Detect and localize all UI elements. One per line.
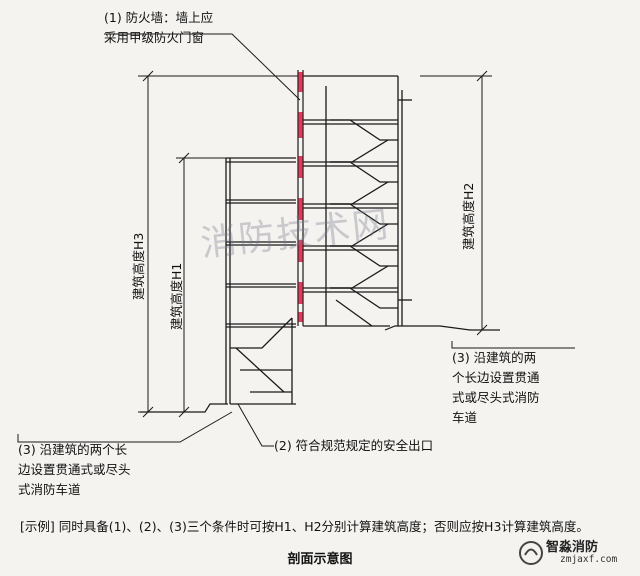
logo-mark-icon	[519, 541, 543, 565]
h2-label: 建筑高度H2	[461, 182, 476, 250]
logo-url: zmjaxf.com	[560, 554, 618, 565]
left-fire-lane-line2: 边设置贯通式或尽头	[18, 462, 131, 477]
low-building	[225, 157, 296, 405]
firewall	[297, 70, 304, 326]
left-lane-leader	[17, 411, 233, 443]
left-fire-lane-line3: 式消防车道	[18, 482, 81, 497]
right-fire-lane-line1: (3) 沿建筑的两	[452, 350, 537, 365]
dimension-lines	[138, 70, 492, 418]
h3-label: 建筑高度H3	[131, 232, 146, 300]
firewall-note-line2: 采用甲级防火门窗	[104, 30, 205, 45]
safety-exit-leader	[237, 403, 274, 447]
left-ground-line	[140, 403, 228, 413]
right-fire-lane-line3: 式或尽头式消防	[452, 390, 540, 405]
safety-exit-note: (2) 符合规范规定的安全出口	[274, 438, 434, 453]
right-fire-lane-line4: 车道	[452, 410, 478, 425]
figure-title: 剖面示意图	[287, 552, 353, 567]
firewall-note: (1) 防火墙：墙上应 采用甲级防火门窗	[104, 8, 213, 48]
tall-building	[303, 75, 412, 327]
left-fire-lane-line1: (3) 沿建筑的两个长	[18, 442, 128, 457]
firewall-leader	[104, 33, 301, 101]
right-fire-lane-note: (3) 沿建筑的两 个长边设置贯通 式或尽头式消防 车道	[452, 348, 540, 428]
logo-name: 智淼消防	[546, 540, 599, 555]
example-caption: [示例] 同时具备(1)、(2)、(3)三个条件时可按H1、H2分别计算建筑高度…	[20, 519, 589, 534]
left-fire-lane-note: (3) 沿建筑的两个长 边设置贯通式或尽头 式消防车道	[18, 440, 131, 500]
right-fire-lane-line2: 个长边设置贯通	[452, 370, 540, 385]
h1-label: 建筑高度H1	[169, 262, 184, 330]
ground-lines	[140, 325, 500, 413]
site-logo: 智淼消防 zmjaxf.com	[518, 536, 636, 570]
firewall-note-line1: (1) 防火墙：墙上应	[104, 10, 214, 25]
right-lane-leader	[451, 341, 575, 349]
leader-lines	[17, 33, 575, 447]
